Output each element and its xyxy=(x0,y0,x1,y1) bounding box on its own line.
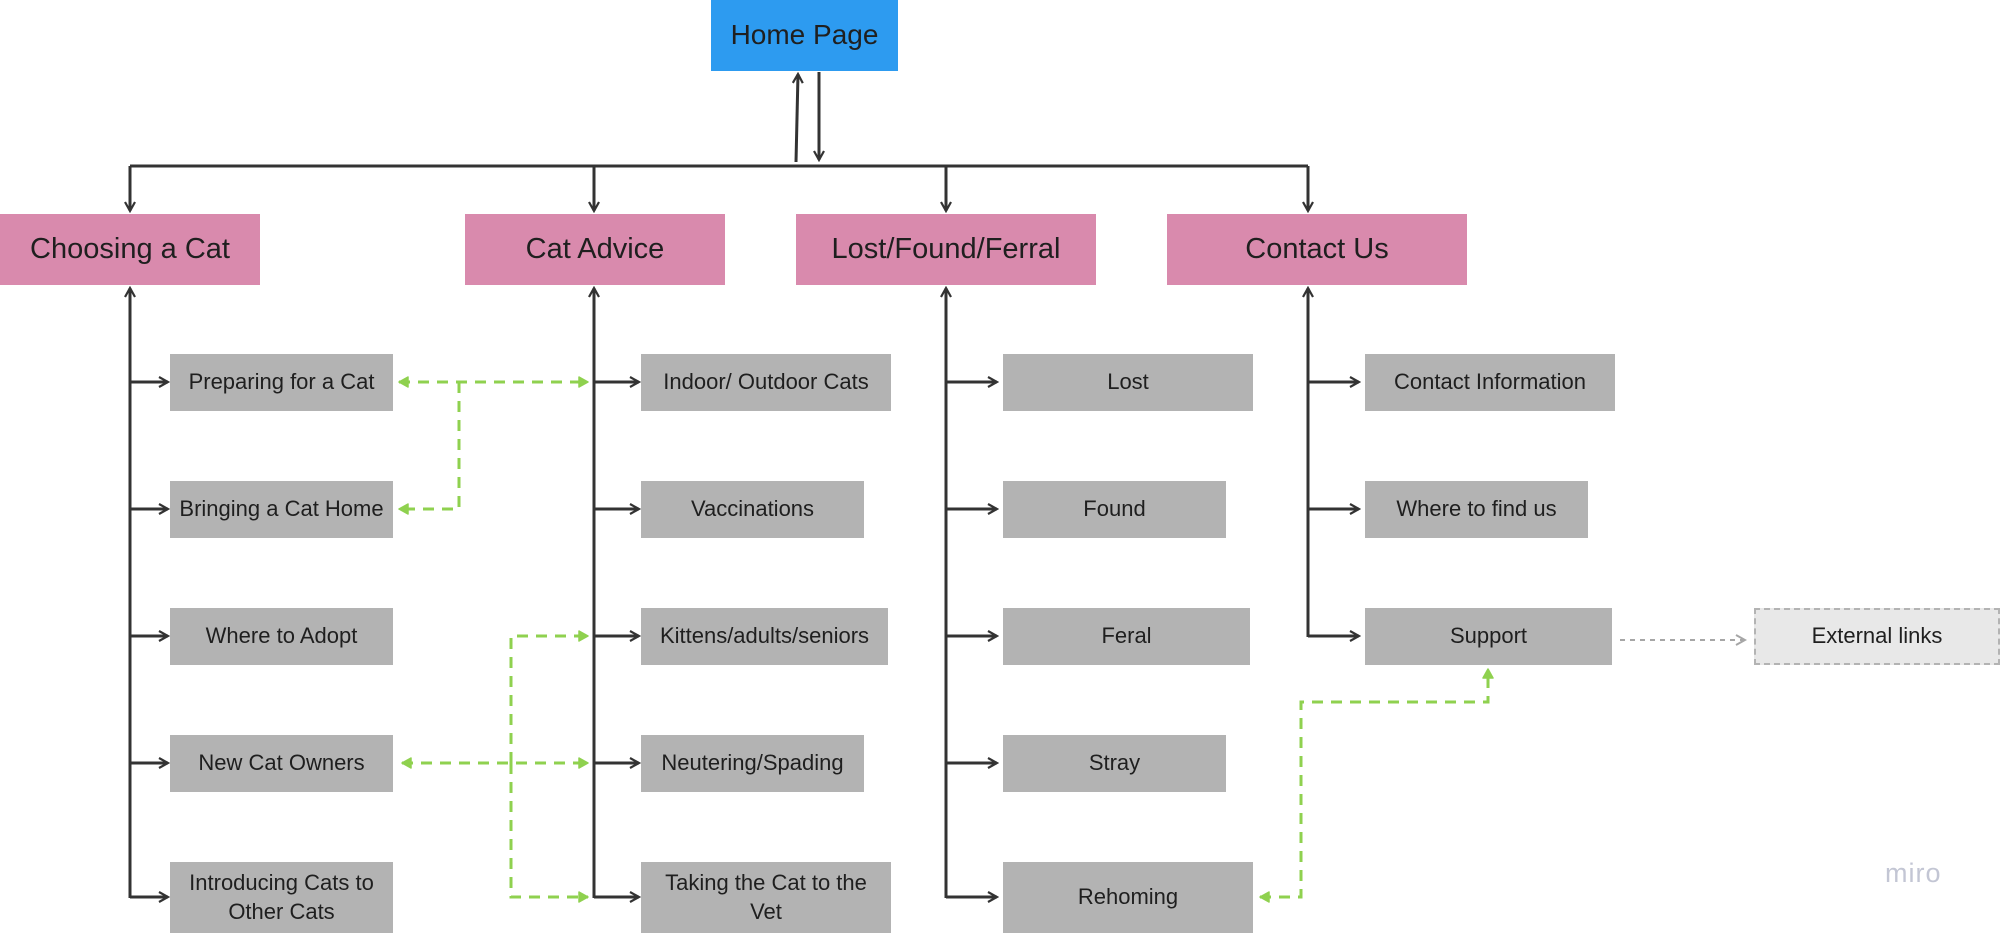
node-choosing-a-cat[interactable]: Choosing a Cat xyxy=(0,214,260,285)
node-contact-us[interactable]: Contact Us xyxy=(1167,214,1467,285)
node-introducing-cats[interactable]: Introducing Cats to Other Cats xyxy=(170,862,393,933)
node-rehoming[interactable]: Rehoming xyxy=(1003,862,1253,933)
node-cat-advice[interactable]: Cat Advice xyxy=(465,214,725,285)
node-stray[interactable]: Stray xyxy=(1003,735,1226,792)
crosslink-vet xyxy=(509,763,589,903)
node-where-to-find-us[interactable]: Where to find us xyxy=(1365,481,1588,538)
node-new-cat-owners[interactable]: New Cat Owners xyxy=(170,735,393,792)
node-taking-cat-to-vet[interactable]: Taking the Cat to the Vet xyxy=(641,862,891,933)
node-preparing-for-a-cat[interactable]: Preparing for a Cat xyxy=(170,354,393,411)
node-where-to-adopt[interactable]: Where to Adopt xyxy=(170,608,393,665)
node-support[interactable]: Support xyxy=(1365,608,1612,665)
crosslink-rehoming-support xyxy=(1259,668,1494,903)
node-bringing-a-cat-home[interactable]: Bringing a Cat Home xyxy=(170,481,393,538)
node-indoor-outdoor-cats[interactable]: Indoor/ Outdoor Cats xyxy=(641,354,891,411)
node-found[interactable]: Found xyxy=(1003,481,1226,538)
node-lost[interactable]: Lost xyxy=(1003,354,1253,411)
node-neutering-spading[interactable]: Neutering/Spading xyxy=(641,735,864,792)
node-contact-information[interactable]: Contact Information xyxy=(1365,354,1615,411)
node-kittens-adults-seniors[interactable]: Kittens/adults/seniors xyxy=(641,608,888,665)
connector-top-to-home xyxy=(796,74,798,163)
crosslink-kittens xyxy=(509,630,589,763)
node-external-links[interactable]: External links xyxy=(1754,608,2000,665)
miro-watermark: miro xyxy=(1885,858,1942,888)
node-vaccinations[interactable]: Vaccinations xyxy=(641,481,864,538)
node-feral[interactable]: Feral xyxy=(1003,608,1250,665)
node-lost-found-ferral[interactable]: Lost/Found/Ferral xyxy=(796,214,1096,285)
node-home-page[interactable]: Home Page xyxy=(711,0,898,71)
crosslink-bringing xyxy=(398,382,461,515)
